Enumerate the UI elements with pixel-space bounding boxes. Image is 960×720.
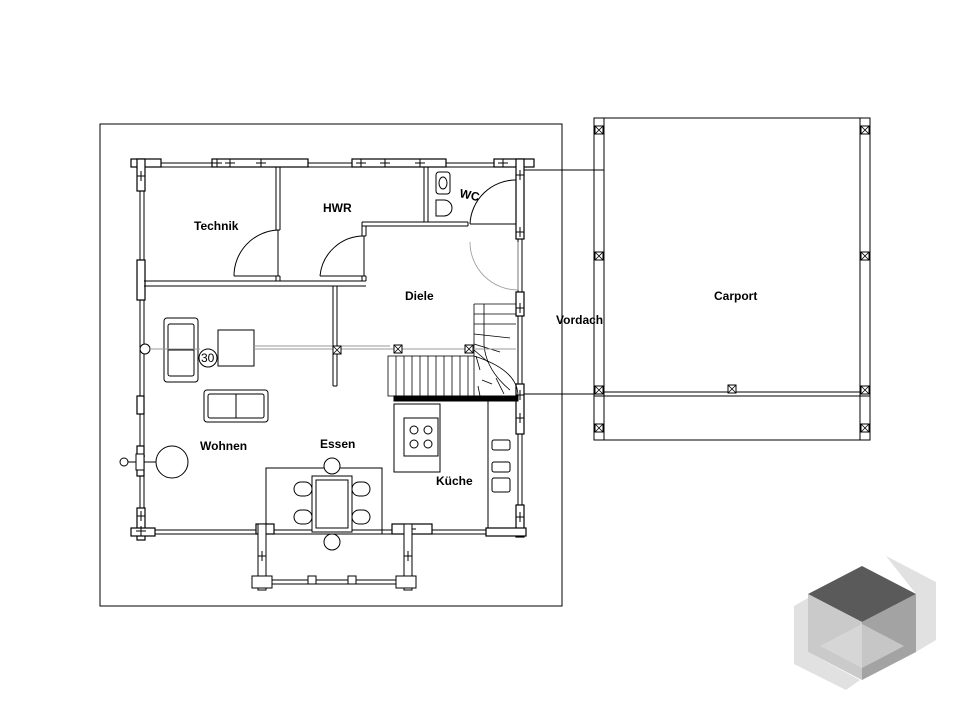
room-label-wohnen: Wohnen bbox=[200, 439, 247, 453]
room-label-wc: WC bbox=[458, 186, 481, 204]
cube-logo bbox=[794, 556, 936, 690]
carport-posts bbox=[332, 125, 870, 433]
stove-number: 30 bbox=[201, 351, 215, 365]
room-label-vordach: Vordach bbox=[556, 313, 603, 327]
living-furniture bbox=[119, 317, 516, 479]
interior-walls bbox=[144, 167, 519, 402]
dining-furniture bbox=[265, 457, 383, 551]
room-label-diele: Diele bbox=[405, 289, 434, 303]
room-label-hwr: HWR bbox=[323, 201, 352, 215]
carport bbox=[593, 117, 871, 441]
staircase bbox=[387, 303, 519, 397]
room-label-carport: Carport bbox=[714, 289, 757, 303]
kitchen-furniture bbox=[393, 401, 511, 528]
vordach-lines bbox=[524, 169, 604, 395]
room-label-kueche: Küche bbox=[436, 474, 473, 488]
room-label-essen: Essen bbox=[320, 437, 355, 451]
terrace bbox=[251, 523, 417, 591]
doors bbox=[233, 179, 519, 291]
room-label-technik: Technik bbox=[194, 219, 239, 233]
wc-fixtures bbox=[435, 171, 453, 217]
plot-boundary bbox=[99, 123, 563, 607]
